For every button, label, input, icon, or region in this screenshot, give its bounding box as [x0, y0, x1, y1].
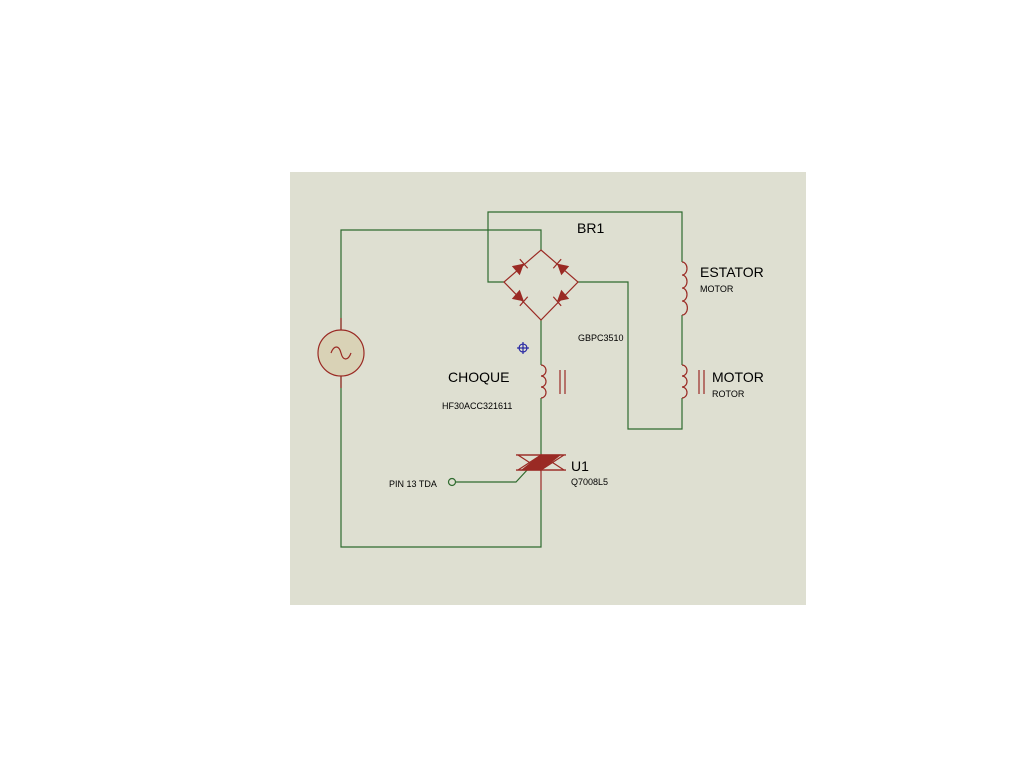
wire-bridge-left-to-stator[interactable] — [487, 211, 683, 283]
bridge-outline — [503, 249, 579, 321]
triac[interactable] — [515, 453, 567, 490]
rotor-coil[interactable] — [681, 364, 705, 399]
rotor-sub-label: ROTOR — [712, 389, 745, 399]
gate-terminal-icon[interactable] — [447, 477, 457, 487]
triac-part-label: Q7008L5 — [571, 477, 608, 487]
bridge-diode-4-icon — [552, 289, 570, 307]
choke-name-label: CHOQUE — [448, 369, 509, 385]
stator-coil[interactable] — [681, 261, 688, 316]
triac-ref-label: U1 — [571, 458, 589, 474]
bridge-diode-3-icon — [511, 289, 529, 307]
choke-coil-icon — [540, 364, 547, 399]
rotor-name-label: MOTOR — [712, 369, 764, 385]
stator-coil-icon — [681, 261, 688, 316]
schematic-sheet[interactable] — [290, 172, 806, 605]
bridge-part-label: GBPC3510 — [578, 333, 624, 343]
wire-source-top[interactable] — [340, 229, 542, 330]
stator-sub-label: MOTOR — [700, 284, 734, 294]
wire-gate[interactable] — [456, 467, 530, 483]
ac-source[interactable] — [317, 318, 365, 388]
sine-wave-icon — [330, 346, 352, 360]
bridge-diode-1-icon — [511, 258, 529, 276]
choke-coil[interactable] — [540, 364, 566, 399]
wire-bridge-right-to-rotor[interactable] — [578, 281, 683, 430]
rotor-coil-icon — [681, 364, 688, 399]
choke-part-label: HF30ACC321611 — [442, 401, 512, 411]
crosshair-cursor-icon — [517, 342, 529, 354]
wires — [340, 211, 683, 548]
wire-source-bottom[interactable] — [340, 376, 542, 548]
bridge-ref-label: BR1 — [577, 220, 604, 236]
gate-terminal-label: PIN 13 TDA — [389, 479, 437, 489]
diode-bridge[interactable] — [503, 249, 579, 321]
stator-name-label: ESTATOR — [700, 264, 764, 280]
bridge-diode-2-icon — [552, 258, 570, 276]
